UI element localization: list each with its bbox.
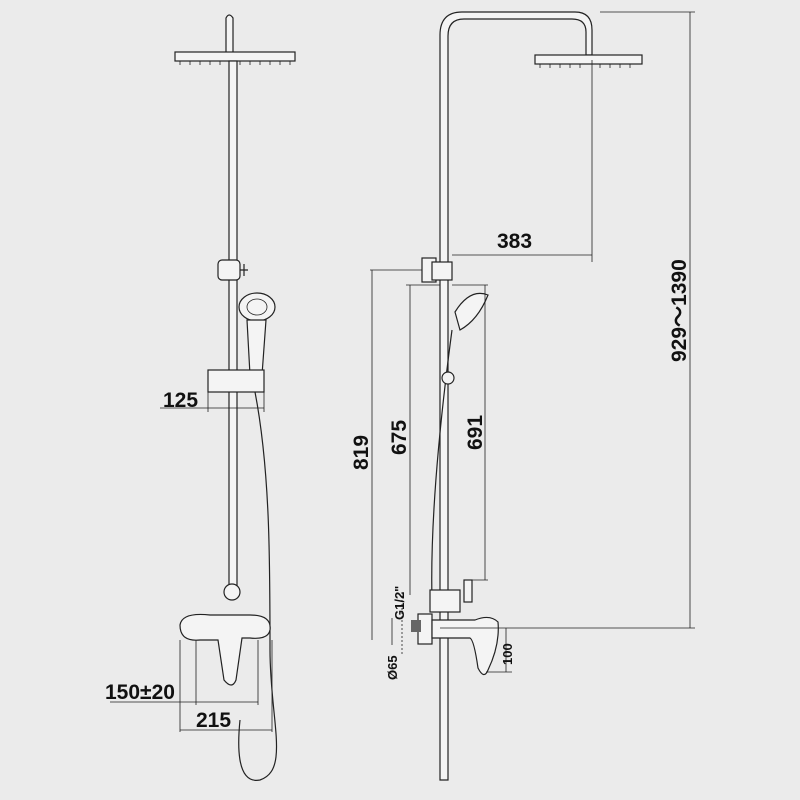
dim-675: 675: [388, 420, 411, 455]
wall-connection: [411, 620, 421, 632]
riser-arm: [439, 11, 593, 781]
dim-flange-diameter: Ø65: [385, 655, 400, 680]
dim-spout: 100: [500, 643, 515, 665]
rain-shower-head-side: [534, 54, 643, 65]
side-view: 383 929～1390 819 675 691 G1/2" Ø65 100: [350, 11, 695, 781]
bracket-clamp: [431, 261, 453, 281]
dim-819: 819: [350, 435, 373, 470]
top-pipe: [225, 14, 234, 61]
dim-691: 691: [464, 415, 487, 450]
dim-mixer-width: 215: [196, 709, 231, 732]
diverter: [223, 583, 241, 601]
dim-centers: 150±20: [105, 681, 175, 704]
dim-height-range: 929～1390: [668, 259, 691, 362]
rain-shower-head: [174, 51, 296, 62]
height-slider: [217, 259, 241, 281]
dim-arm-reach: 383: [497, 230, 532, 253]
riser-pipe: [228, 60, 238, 592]
front-view: 125 150±20 215: [105, 14, 296, 781]
diverter-side: [429, 589, 461, 613]
shower-holder: [207, 369, 265, 393]
holder-side: [441, 371, 455, 385]
dim-thread: G1/2": [392, 586, 407, 620]
hand-shower-head: [238, 292, 276, 322]
hand-shower-handle: [246, 319, 267, 376]
dim-holder-offset: 125: [163, 389, 198, 412]
mixer-side: [431, 616, 499, 676]
hand-shower-side: [454, 292, 489, 331]
mixer-body: [179, 613, 271, 686]
shower-hose: [238, 391, 278, 781]
